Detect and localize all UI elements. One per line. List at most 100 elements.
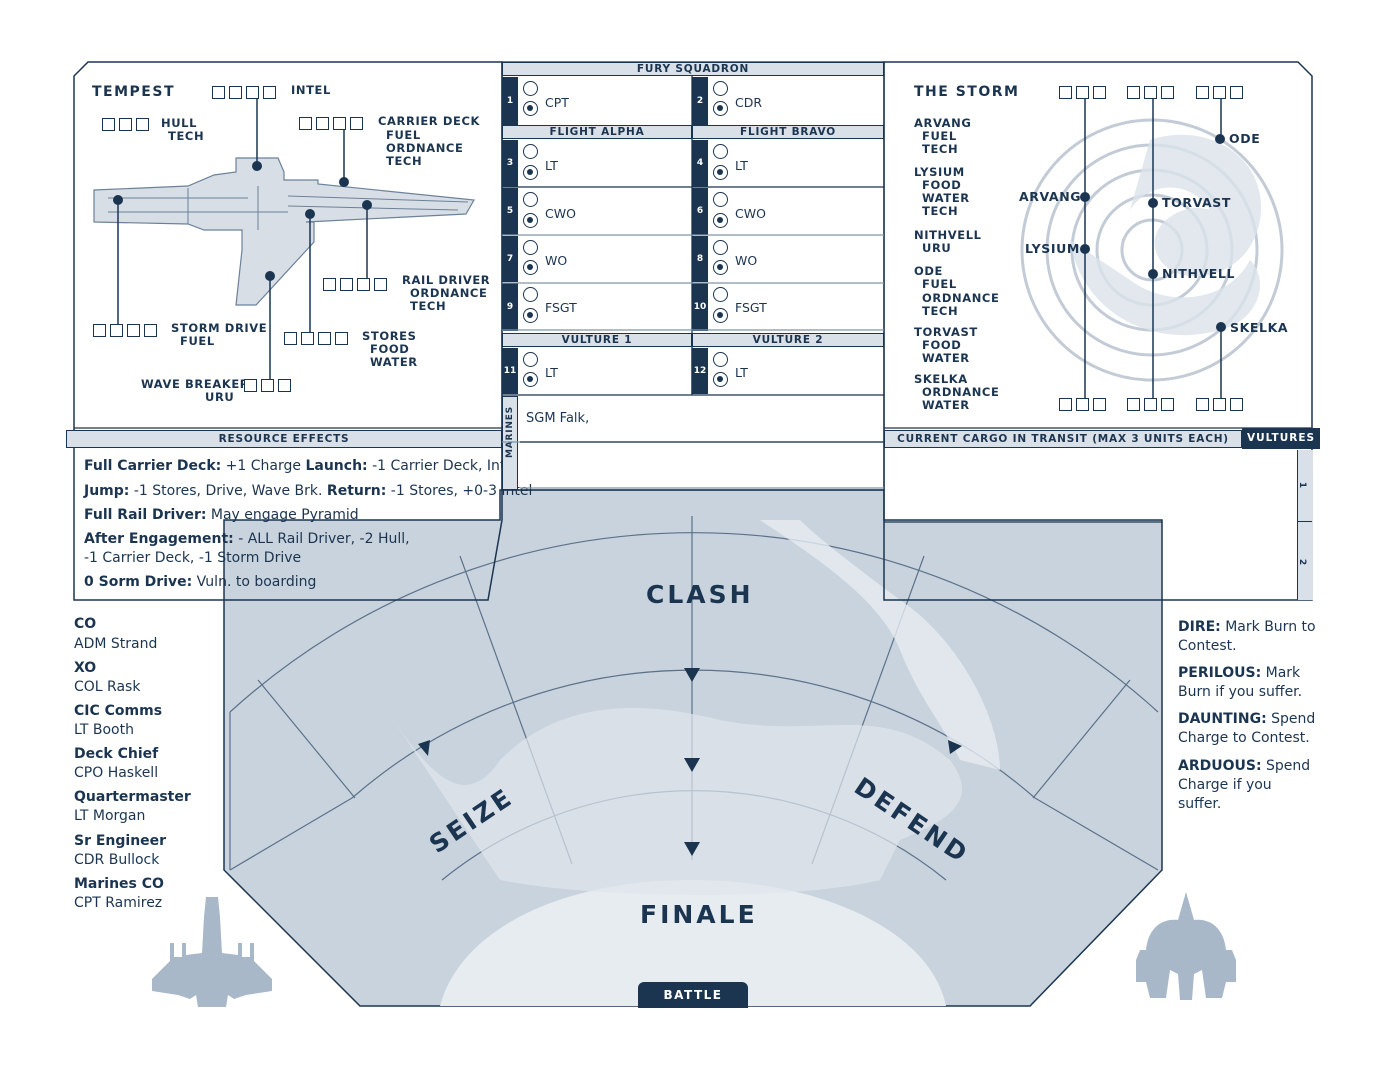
- carrier-box-3[interactable]: [333, 117, 346, 130]
- slot-10-radio-empty[interactable]: [713, 287, 728, 302]
- slot-5-radio-empty[interactable]: [523, 192, 538, 207]
- intel-box-4[interactable]: [263, 86, 276, 99]
- hull-box-2[interactable]: [119, 118, 132, 131]
- slot-7-radio-empty[interactable]: [523, 240, 538, 255]
- slot-7-radio-selected[interactable]: [523, 260, 538, 275]
- track-box[interactable]: [1213, 398, 1226, 411]
- slot-11-rank: LT: [545, 365, 558, 380]
- slot-9-radio-empty[interactable]: [523, 287, 538, 302]
- track-box[interactable]: [1076, 398, 1089, 411]
- wave-box-2[interactable]: [261, 379, 274, 392]
- rail-box-4[interactable]: [374, 278, 387, 291]
- slot-12-radio-selected[interactable]: [713, 372, 728, 387]
- intel-label: INTEL: [291, 83, 331, 97]
- track-box[interactable]: [1127, 86, 1140, 99]
- hull-box-3[interactable]: [136, 118, 149, 131]
- battle-tab[interactable]: BATTLE: [638, 982, 748, 1008]
- slot-3-radio-selected[interactable]: [523, 165, 538, 180]
- loc-res: TECH: [922, 142, 959, 156]
- drive-box-4[interactable]: [144, 324, 157, 337]
- track-box[interactable]: [1076, 86, 1089, 99]
- effect-row-4: After Engagement: - ALL Rail Driver, -2 …: [84, 531, 410, 547]
- carrier-box-4[interactable]: [350, 117, 363, 130]
- slot-1-radio-empty[interactable]: [523, 81, 538, 96]
- stores-box-2[interactable]: [301, 332, 314, 345]
- nithvell-node: [1148, 269, 1158, 279]
- cargo-row-1: 1: [1297, 481, 1308, 489]
- drive-box-3[interactable]: [127, 324, 140, 337]
- effect-row-2: Jump: -1 Stores, Drive, Wave Brk. Return…: [84, 483, 533, 499]
- track-box[interactable]: [1230, 86, 1243, 99]
- wave-box-3[interactable]: [278, 379, 291, 392]
- crew-role: Marines CO: [74, 876, 164, 892]
- track-box[interactable]: [1161, 86, 1174, 99]
- loc-res: FUEL: [922, 129, 957, 143]
- track-box[interactable]: [1059, 398, 1072, 411]
- carrier-box-2[interactable]: [316, 117, 329, 130]
- drive-box-1[interactable]: [93, 324, 106, 337]
- rail-box-2[interactable]: [340, 278, 353, 291]
- crew-name: LT Booth: [74, 722, 134, 738]
- track-box[interactable]: [1196, 86, 1209, 99]
- loc-res: WATER: [922, 191, 970, 205]
- slot-11-radio-selected[interactable]: [523, 372, 538, 387]
- hull-box-1[interactable]: [102, 118, 115, 131]
- slot-6-radio-selected[interactable]: [713, 213, 728, 228]
- track-box[interactable]: [1127, 398, 1140, 411]
- loc-ode: ODE: [914, 264, 943, 278]
- stores-box-1[interactable]: [284, 332, 297, 345]
- rail-box-1[interactable]: [323, 278, 336, 291]
- track-box[interactable]: [1144, 86, 1157, 99]
- slot-12-radio-empty[interactable]: [713, 352, 728, 367]
- torvast-node: [1148, 198, 1158, 208]
- map-torvast-label: TORVAST: [1162, 195, 1232, 210]
- track-box[interactable]: [1059, 86, 1072, 99]
- slot-9-radio-selected[interactable]: [523, 308, 538, 323]
- drive-box-2[interactable]: [110, 324, 123, 337]
- intel-box-2[interactable]: [229, 86, 242, 99]
- crew-role: XO: [74, 660, 97, 676]
- slot-5-rank: CWO: [545, 206, 576, 221]
- tag-daunting: DAUNTING: Spend Charge to Contest.: [1178, 711, 1316, 746]
- rail-box-3[interactable]: [357, 278, 370, 291]
- zone-finale[interactable]: FINALE: [640, 900, 758, 929]
- slot-6-radio-empty[interactable]: [713, 192, 728, 207]
- wave-breaker-node: [265, 271, 275, 281]
- carrier-box-1[interactable]: [299, 117, 312, 130]
- track-box[interactable]: [1093, 398, 1106, 411]
- slot-11-radio-empty[interactable]: [523, 352, 538, 367]
- intel-box-1[interactable]: [212, 86, 225, 99]
- slot-8-radio-empty[interactable]: [713, 240, 728, 255]
- track-box[interactable]: [1093, 86, 1106, 99]
- zone-clash[interactable]: CLASH: [646, 580, 754, 609]
- carrier-deck-node: [339, 177, 349, 187]
- track-box[interactable]: [1196, 398, 1209, 411]
- slot-1-radio-selected[interactable]: [523, 101, 538, 116]
- lysium-node: [1080, 244, 1090, 254]
- cargo-header: CURRENT CARGO IN TRANSIT (MAX 3 UNITS EA…: [884, 430, 1242, 448]
- slot-2-radio-selected[interactable]: [713, 101, 728, 116]
- slot-8-radio-selected[interactable]: [713, 260, 728, 275]
- slot-10-radio-selected[interactable]: [713, 308, 728, 323]
- slot-num: 12: [692, 348, 708, 394]
- track-box[interactable]: [1230, 398, 1243, 411]
- slot-2-radio-empty[interactable]: [713, 81, 728, 96]
- marines-text: SGM Falk,: [526, 411, 590, 426]
- crew-name: CPO Haskell: [74, 765, 159, 781]
- track-box[interactable]: [1144, 398, 1157, 411]
- intel-box-3[interactable]: [246, 86, 259, 99]
- stores-box-3[interactable]: [318, 332, 331, 345]
- map-skelka-label: SKELKA: [1230, 320, 1289, 335]
- slot-4-radio-selected[interactable]: [713, 165, 728, 180]
- slot-3-radio-empty[interactable]: [523, 144, 538, 159]
- crew-role: CO: [74, 616, 97, 632]
- wave-box-1[interactable]: [244, 379, 257, 392]
- slot-4-radio-empty[interactable]: [713, 144, 728, 159]
- stores-box-4[interactable]: [335, 332, 348, 345]
- track-box[interactable]: [1161, 398, 1174, 411]
- slot-6-rank: CWO: [735, 206, 766, 221]
- carrier-sub-3: TECH: [386, 154, 423, 168]
- rail-sub-2: TECH: [410, 299, 447, 313]
- track-box[interactable]: [1213, 86, 1226, 99]
- slot-5-radio-selected[interactable]: [523, 213, 538, 228]
